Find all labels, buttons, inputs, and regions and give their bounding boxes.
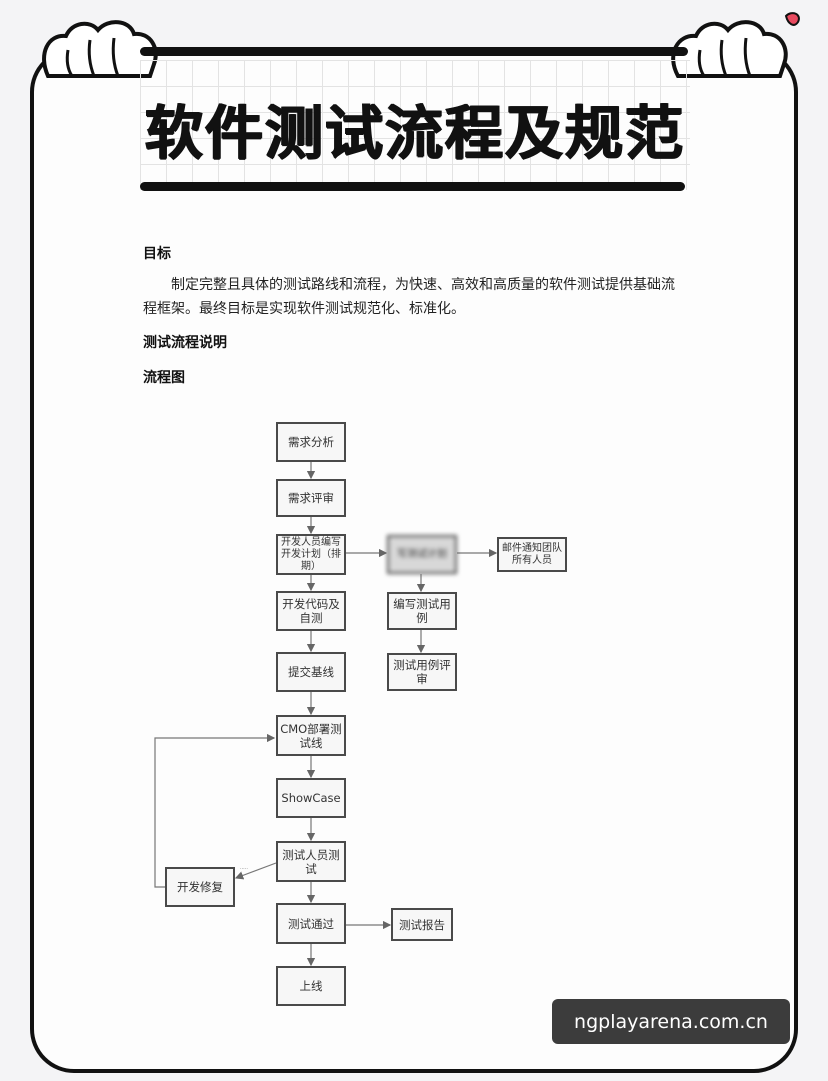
node-notify: 邮件通知团队所有人员 bbox=[497, 537, 567, 572]
title-bottom-bar bbox=[140, 182, 685, 191]
cloud-left-icon bbox=[42, 20, 158, 78]
node-blurred: 写测试计划 bbox=[387, 535, 457, 574]
chart-heading: 流程图 bbox=[143, 370, 185, 386]
node-test-report: 测试报告 bbox=[391, 908, 453, 941]
cloud-right-icon bbox=[671, 12, 800, 78]
node-submit-baseline: 提交基线 bbox=[276, 652, 346, 692]
node-case-review: 测试用例评审 bbox=[387, 653, 457, 691]
page-title: 软件测试流程及规范 bbox=[144, 99, 685, 167]
goal-paragraph: 制定完整且具体的测试路线和流程，为快速、高效和高质量的软件测试提供基础流程框架。… bbox=[143, 277, 675, 317]
node-req-analysis: 需求分析 bbox=[276, 422, 346, 462]
node-write-cases: 编写测试用例 bbox=[387, 592, 457, 630]
process-heading: 测试流程说明 bbox=[143, 335, 227, 351]
node-dev-fix: 开发修复 bbox=[165, 867, 235, 907]
node-go-live: 上线 bbox=[276, 966, 346, 1006]
node-dev-plan: 开发人员编写开发计划（排期） bbox=[276, 534, 346, 575]
watermark: ngplayarena.com.cn bbox=[552, 999, 790, 1044]
goal-heading: 目标 bbox=[143, 246, 171, 262]
fix-edge-label: ····· bbox=[240, 866, 248, 872]
node-tester-test: 测试人员测试 bbox=[276, 841, 346, 882]
title-grid-background bbox=[140, 60, 690, 190]
node-showcase: ShowCase bbox=[276, 778, 346, 818]
node-test-pass: 测试通过 bbox=[276, 903, 346, 944]
node-dev-code: 开发代码及自测 bbox=[276, 591, 346, 631]
title-top-bar bbox=[140, 47, 688, 56]
node-cmo-deploy: CMO部署测试线 bbox=[276, 715, 346, 756]
node-req-review: 需求评审 bbox=[276, 479, 346, 517]
